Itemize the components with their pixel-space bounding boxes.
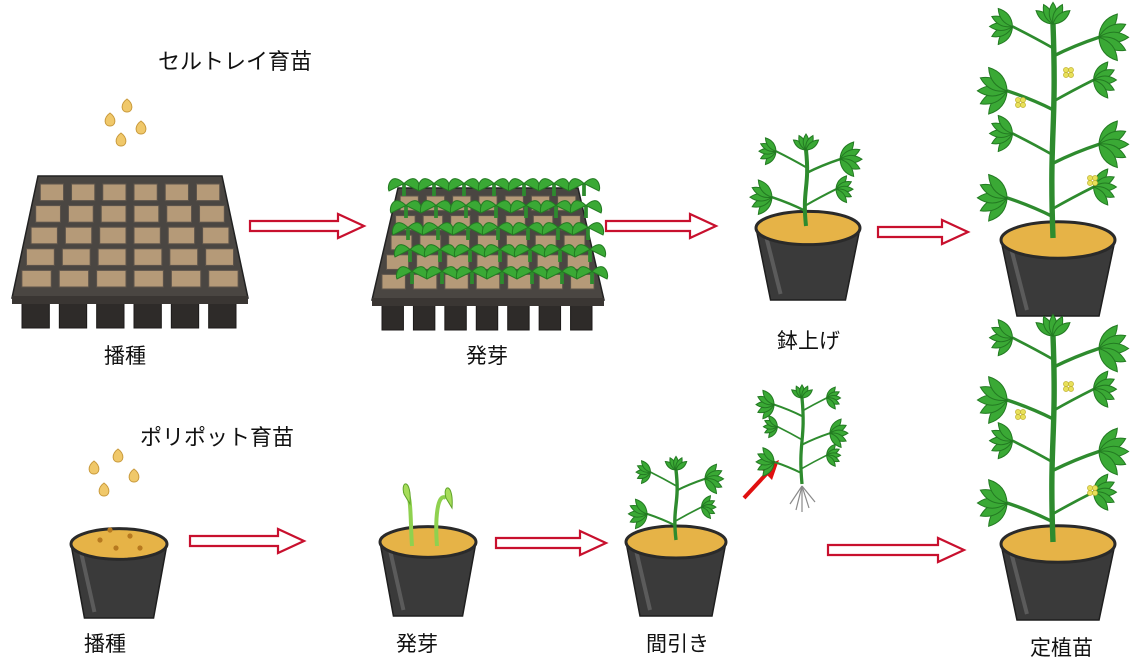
final-label-transplant-seedling: 定植苗	[1030, 636, 1093, 660]
mature-tomato-plant-icon	[976, 313, 1130, 543]
mature-tomato-plant-icon	[976, 1, 1130, 239]
process-arrow-icon	[876, 218, 971, 246]
process-arrow-icon	[494, 529, 609, 557]
potted-seedling-icon	[749, 133, 863, 227]
uprooted-seedling-icon	[755, 384, 849, 485]
potted-seedling-icon	[627, 455, 725, 541]
step-label-poly-pot-germination: 発芽	[396, 632, 438, 656]
step-label-cell-tray-germination: 発芽	[466, 344, 508, 368]
potted-seedling-icon	[754, 209, 862, 301]
step-label-cell-tray-sowing: 播種	[104, 344, 146, 368]
seed-icon	[88, 448, 140, 497]
step-label-potting-up: 鉢上げ	[777, 329, 840, 353]
uprooted-seedling-icon	[789, 485, 816, 512]
process-arrow-icon	[248, 212, 367, 240]
step-label-thinning: 間引き	[646, 632, 709, 656]
sprouted-tray-icon	[371, 178, 609, 331]
step-label-poly-pot-sowing: 播種	[84, 632, 126, 656]
cell-tray-icon	[11, 175, 249, 329]
mature-tomato-plant-icon	[999, 220, 1117, 317]
poly-pot-icon	[69, 527, 169, 619]
sprout-pot-icon	[378, 525, 478, 617]
mature-tomato-plant-icon	[999, 524, 1117, 621]
seed-icon	[104, 98, 147, 147]
potted-seedling-icon	[624, 524, 728, 617]
process-arrow-icon	[826, 536, 967, 564]
sprout-pot-icon	[402, 483, 453, 547]
section-title-poly-pot: ポリポット育苗	[140, 426, 295, 451]
section-title-cell-tray: セルトレイ育苗	[158, 50, 313, 75]
process-arrow-icon	[188, 527, 307, 555]
process-arrow-icon	[604, 212, 719, 240]
